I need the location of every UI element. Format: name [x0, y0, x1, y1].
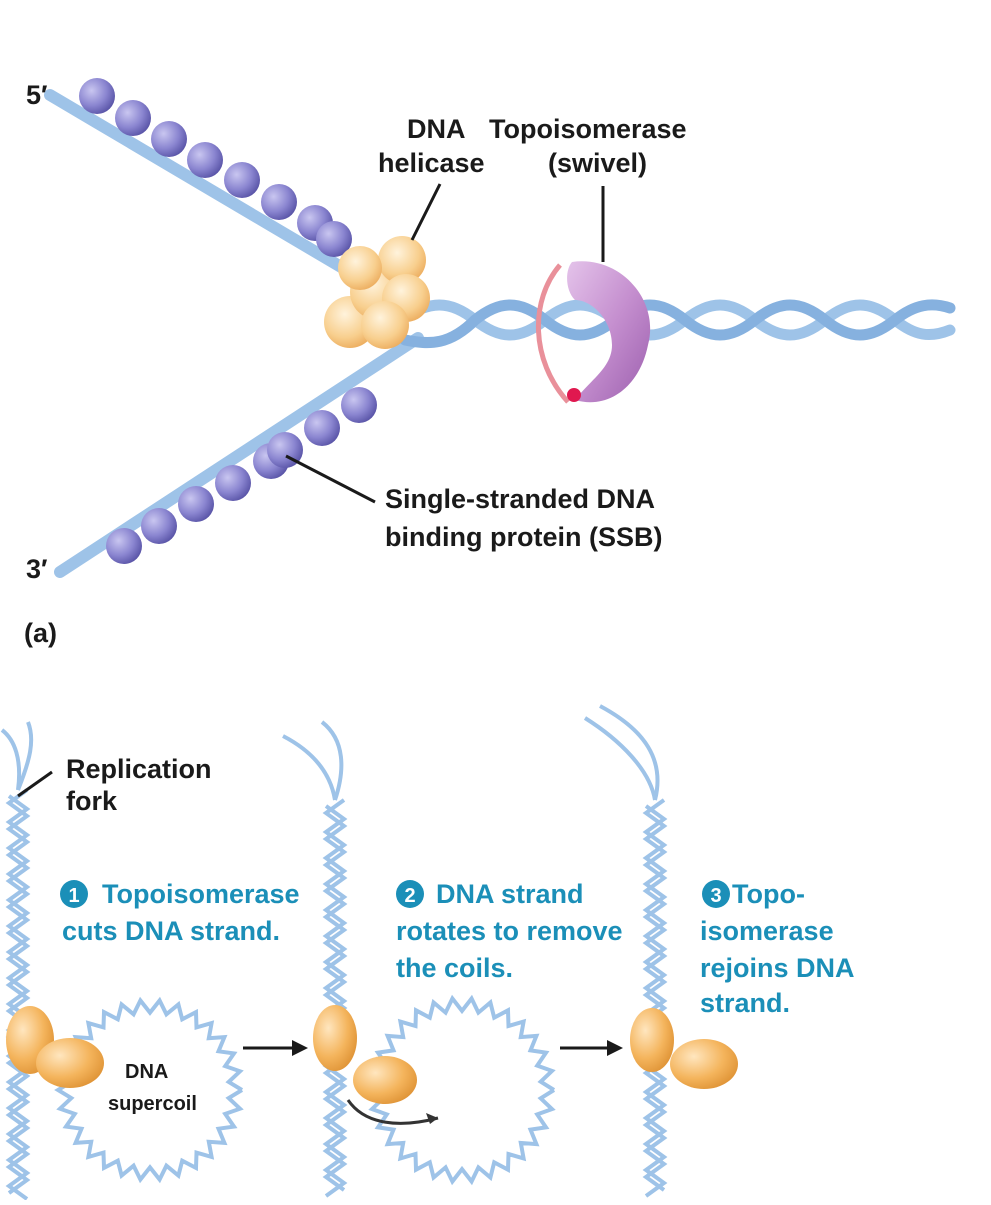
end-3-label: 3′: [26, 554, 48, 584]
topoisomerase-step-3: [630, 1008, 738, 1089]
double-helix: [394, 299, 956, 349]
step-1-number: 1: [68, 885, 79, 907]
helicase-label-line-1: DNA: [407, 114, 466, 144]
step-1-badge: [60, 880, 88, 908]
panel-b: Replication fork DNA supercoil 1 Topoiso…: [0, 704, 855, 1201]
fork-tops: [0, 704, 660, 801]
ssb-leader: [285, 454, 376, 504]
ssb-label-line-1: Single-stranded DNA: [385, 484, 655, 514]
step-2-number: 2: [404, 885, 415, 907]
step-3-number: 3: [710, 885, 721, 907]
coiled-dna: [5, 788, 668, 1201]
coil-column-1-b: [5, 794, 31, 1201]
topoisomerase-label-line-1: Topoisomerase: [489, 114, 687, 144]
ssb-proteins-lower: [106, 387, 377, 564]
topoisomerase-step-2: [313, 1005, 439, 1125]
coil-column-1: [5, 788, 31, 1195]
fork-label-line-2: fork: [66, 786, 118, 816]
step-1-line-2: cuts DNA strand.: [62, 916, 280, 946]
upper-single-strand: [44, 89, 386, 296]
panel-a: 5′ 3′ DNA helicase Topoisomerase (swivel…: [24, 78, 956, 648]
ssb-label-line-2: binding protein (SSB): [385, 522, 662, 552]
supercoil-label-line-1: DNA: [125, 1061, 168, 1083]
helicase-label-line-2: helicase: [378, 148, 485, 178]
step-2-line-3: the coils.: [396, 953, 513, 983]
coil-column-3: [642, 798, 668, 1192]
step-2: 2 DNA strand rotates to remove the coils…: [396, 879, 623, 983]
step-3-line-3: rejoins DNA: [700, 953, 855, 983]
coil-column-2-b: [322, 804, 348, 1198]
step-2-line-1: DNA strand: [436, 879, 584, 909]
dna-helicase: [324, 236, 430, 349]
ssb-proteins-upper: [79, 78, 352, 257]
step-3-line-1: Topo-: [732, 879, 805, 909]
supercoil-label-line-2: supercoil: [108, 1093, 197, 1115]
supercoil-ring-1: [54, 996, 244, 1184]
coil-column-3-b: [642, 804, 668, 1198]
step-3-badge: [702, 880, 730, 908]
helicase-leader: [410, 183, 442, 241]
step-3-line-2: isomerase: [700, 916, 834, 946]
step-2-badge: [396, 880, 424, 908]
end-5-label: 5′: [26, 80, 48, 110]
step-3-line-4: strand.: [700, 988, 790, 1018]
step-3: 3 Topo- isomerase rejoins DNA strand.: [700, 879, 855, 1018]
topoisomerase-step-1: [6, 1006, 104, 1088]
topoisomerase-swivel: [535, 261, 651, 404]
panel-a-tag: (a): [24, 618, 57, 648]
fork-leader: [17, 770, 53, 798]
fork-label-line-1: Replication: [66, 754, 212, 784]
step-2-line-2: rotates to remove: [396, 916, 623, 946]
arrowhead-2-3: [607, 1040, 623, 1056]
step-1-line-1: Topoisomerase: [102, 879, 300, 909]
arrowhead-1-2: [292, 1040, 308, 1056]
topoisomerase-label-line-2: (swivel): [548, 148, 647, 178]
step-arrows: [243, 1040, 623, 1056]
step-1: 1 Topoisomerase cuts DNA strand.: [60, 879, 300, 946]
coil-column-2: [322, 798, 348, 1192]
